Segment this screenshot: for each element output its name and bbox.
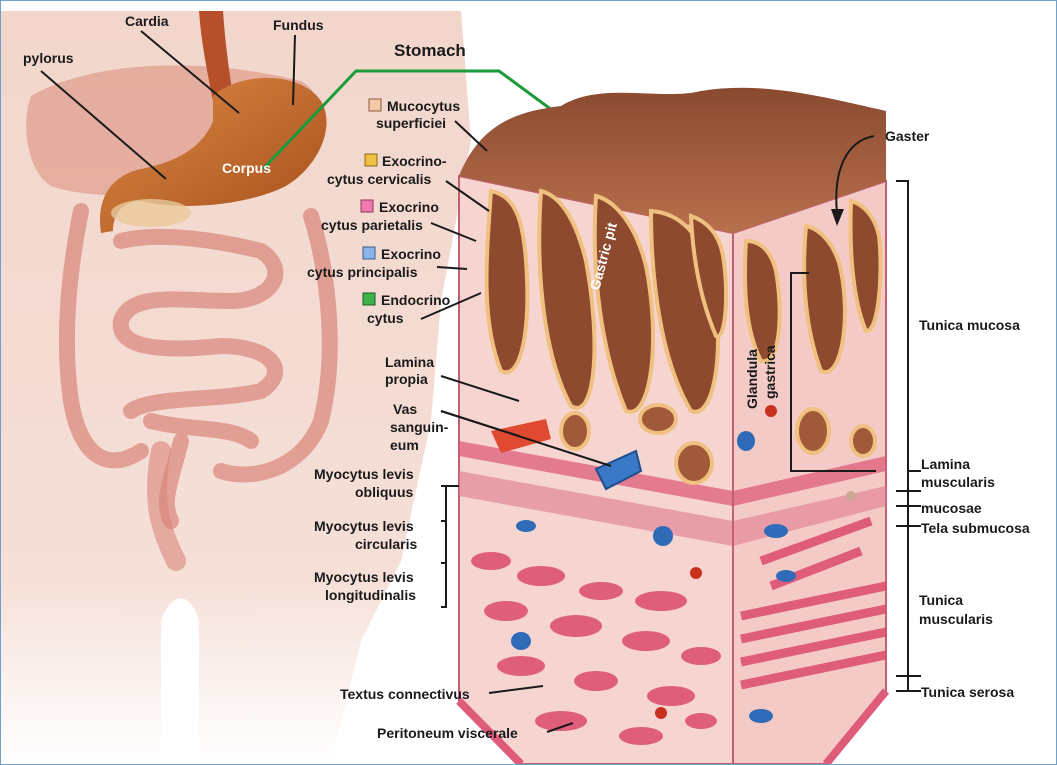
muscle-layer-bracket: [441, 486, 459, 607]
label-vas-l2: sanguin-: [390, 419, 449, 435]
label-lamina-muscularis-l1: Lamina: [921, 456, 970, 472]
legend-principalis-l1: Exocrino: [381, 246, 441, 262]
label-lamina-muscularis-l2: muscularis: [921, 474, 995, 490]
label-peritoneum: Peritoneum viscerale: [377, 725, 518, 741]
label-gaster: Gaster: [885, 128, 930, 144]
legend-cervicalis-l1: Exocrino-: [382, 153, 447, 169]
legend-mucocytus-l2: superficiei: [376, 115, 446, 131]
label-mucosae: mucosae: [921, 500, 982, 516]
legend-parietalis-l2: cytus parietalis: [321, 217, 423, 233]
label-cardia: Cardia: [125, 13, 169, 29]
swatch-mucocytus: [369, 99, 381, 111]
label-tela-submucosa: Tela submucosa: [921, 520, 1030, 536]
layer-bracket-right: [896, 181, 921, 691]
label-tunica-mucosa: Tunica mucosa: [919, 317, 1020, 333]
legend-cervicalis-l2: cytus cervicalis: [327, 171, 432, 187]
label-longitudinalis-l2: longitudinalis: [325, 587, 416, 603]
legend-parietalis-l1: Exocrino: [379, 199, 439, 215]
label-lamina-propia-l2: propia: [385, 371, 428, 387]
label-longitudinalis-l1: Myocytus levis: [314, 569, 414, 585]
label-fundus: Fundus: [273, 17, 324, 33]
swatch-cervicalis: [365, 154, 377, 166]
swatch-principalis: [363, 247, 375, 259]
label-obliquus-l2: obliquus: [355, 484, 414, 500]
label-glandula-l1: Glandula: [744, 349, 760, 409]
legend-mucocytus-l1: Mucocytus: [387, 98, 460, 114]
label-vas-l3: eum: [390, 437, 419, 453]
legend-principalis-l2: cytus principalis: [307, 264, 418, 280]
label-lamina-propia-l1: Lamina: [385, 354, 434, 370]
stomach-title: Stomach: [394, 41, 466, 60]
label-connectivus: Textus connectivus: [340, 686, 470, 702]
label-circularis-l2: circularis: [355, 536, 417, 552]
tissue-block: [459, 88, 886, 764]
pancreas: [111, 199, 191, 227]
legend-endocrino-l1: Endocrino: [381, 292, 450, 308]
swatch-endocrino: [363, 293, 375, 305]
label-tunica-muscularis-l1: Tunica: [919, 592, 963, 608]
label-obliquus-l1: Myocytus levis: [314, 466, 414, 482]
swatch-parietalis: [361, 200, 373, 212]
label-pylorus: pylorus: [23, 50, 74, 66]
label-circularis-l1: Myocytus levis: [314, 518, 414, 534]
legend-endocrino-l2: cytus: [367, 310, 404, 326]
label-corpus: Corpus: [222, 160, 271, 176]
label-glandula-l2: gastrica: [762, 345, 778, 399]
label-vas-l1: Vas: [393, 401, 417, 417]
label-tunica-serosa: Tunica serosa: [921, 684, 1014, 700]
label-tunica-muscularis-l2: muscularis: [919, 611, 993, 627]
